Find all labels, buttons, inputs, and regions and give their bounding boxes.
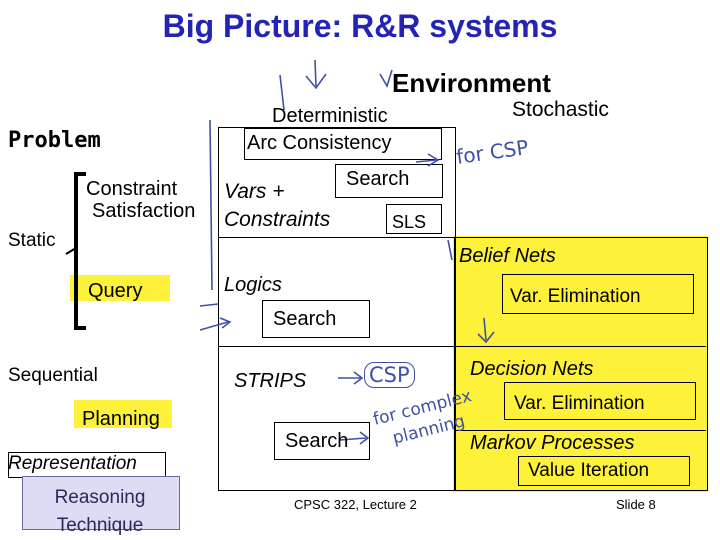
search-csp-label: Search — [346, 168, 410, 190]
row-divider-2 — [218, 346, 454, 347]
markov-processes-label: Markov Processes — [470, 432, 635, 454]
sls-label: SLS — [392, 212, 427, 232]
strips-label: STRIPS — [234, 370, 307, 392]
environment-label: Environment — [392, 68, 551, 98]
value-iteration-label: Value Iteration — [528, 460, 650, 481]
sls-box — [386, 204, 442, 234]
constraint-satisfaction-line2: Satisfaction — [92, 200, 196, 222]
stochastic-label: Stochastic — [512, 98, 609, 121]
search-planning-box — [274, 422, 370, 460]
deterministic-region-box — [218, 127, 456, 491]
arc-consistency-box — [244, 128, 442, 160]
search-csp-box — [335, 164, 443, 198]
search-query-box — [262, 300, 370, 338]
highlight-query — [70, 275, 170, 301]
row-divider-1 — [218, 237, 454, 238]
var-elim-decision-box — [504, 382, 696, 420]
representation-legend-label: Representation — [8, 453, 137, 474]
value-iteration-box — [518, 456, 690, 486]
slide-number: Slide 8 — [616, 497, 656, 512]
highlight-planning — [74, 400, 172, 428]
vars-constraints-line2: Constraints — [224, 208, 331, 231]
planning-label: Planning — [82, 408, 160, 430]
static-bracket — [65, 172, 86, 330]
query-label: Query — [88, 280, 143, 302]
reasoning-legend-box — [22, 476, 180, 530]
var-elim-belief-label: Var. Elimination — [510, 286, 641, 307]
arc-consistency-label: Arc Consistency — [247, 132, 392, 154]
logics-label: Logics — [224, 274, 282, 296]
vars-constraints-line1: Vars + — [224, 180, 285, 203]
decision-nets-label: Decision Nets — [470, 358, 594, 380]
problem-label: Problem — [8, 128, 101, 153]
sequential-label: Sequential — [8, 365, 98, 386]
constraint-satisfaction-line1: Constraint — [86, 178, 178, 200]
reasoning-technique-legend-label: Reasoning Technique — [54, 487, 146, 536]
static-label: Static — [8, 230, 56, 251]
deterministic-label: Deterministic — [272, 105, 388, 127]
belief-nets-label: Belief Nets — [459, 245, 556, 267]
highlight-stochastic-column — [453, 236, 707, 492]
handwritten-csp: CSP — [364, 362, 415, 388]
search-planning-label: Search — [285, 430, 349, 452]
var-elim-decision-label: Var. Elimination — [514, 393, 645, 414]
search-query-label: Search — [273, 308, 337, 330]
var-elim-belief-box — [502, 274, 694, 314]
slide-title: Big Picture: R&R systems — [162, 8, 558, 44]
stochastic-region-box — [454, 237, 708, 491]
stochastic-divider-2 — [454, 430, 706, 431]
slide-footer: CPSC 322, Lecture 2 — [294, 497, 417, 512]
stochastic-divider-1 — [454, 346, 706, 347]
